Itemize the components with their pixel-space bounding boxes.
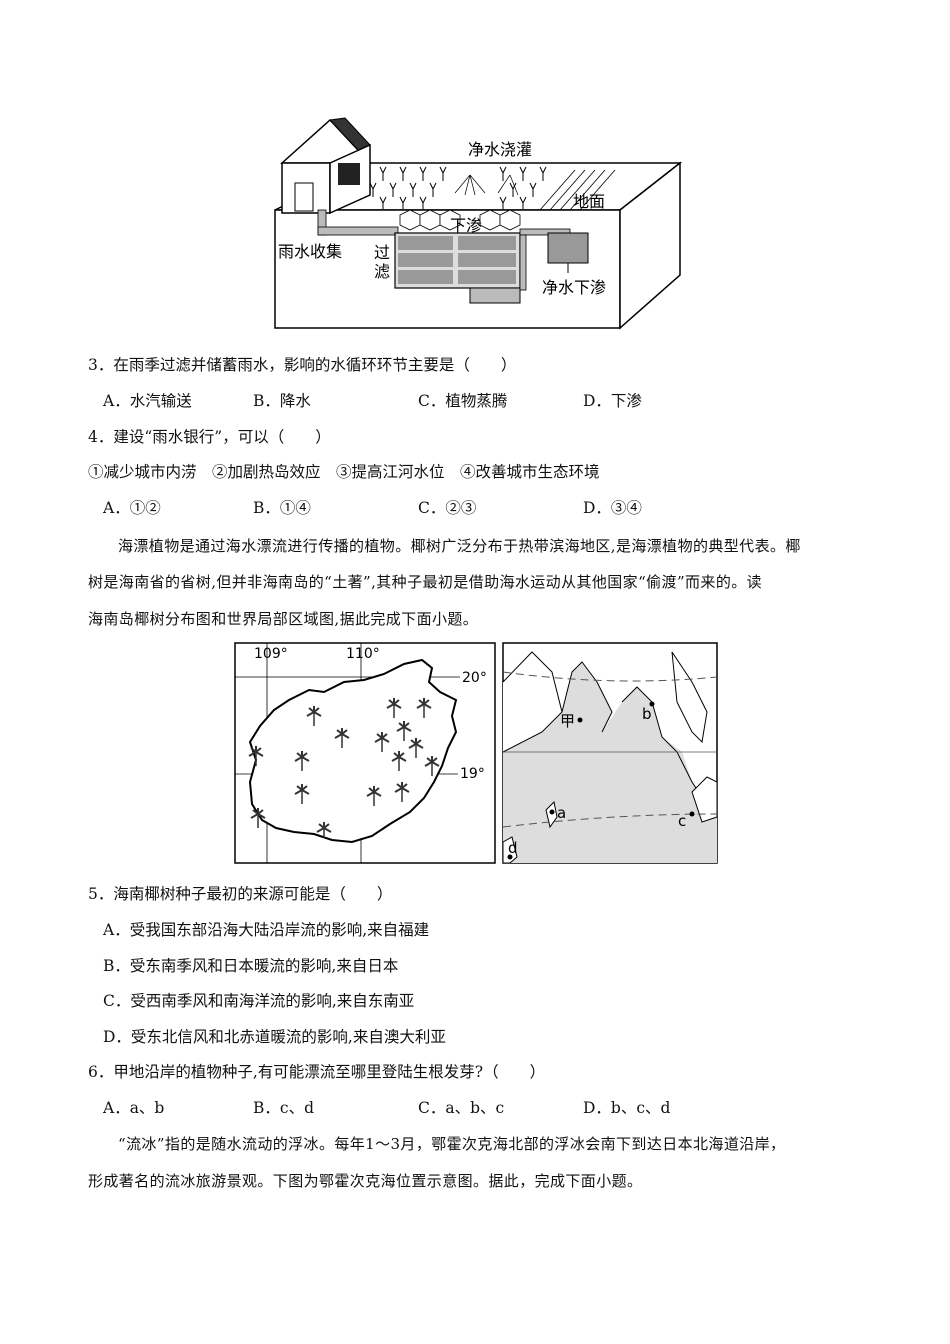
lon-110: 110°	[346, 646, 380, 662]
label-filter-1: 过	[374, 243, 390, 262]
q3-option-c: C．植物蒸腾	[418, 392, 508, 410]
passage3-line1: “流冰”指的是随水流动的浮冰。每年1～3月，鄂霍次克海北部的浮冰会南下到达日本北…	[118, 1135, 786, 1153]
q6-option-b: B．c、d	[253, 1099, 314, 1117]
q6-option-c: C．a、b、c	[418, 1099, 505, 1117]
point-c-label: c	[678, 812, 686, 830]
q4-items: ①减少城市内涝 ②加剧热岛效应 ③提高江河水位 ④改善城市生态环境	[88, 463, 600, 481]
q6-option-a: A．a、b	[103, 1099, 165, 1117]
q5-stem: 5．海南椰树种子最初的来源可能是（ ）	[88, 885, 393, 903]
q5-option-c: C．受西南季风和南海洋流的影响,来自东南亚	[103, 992, 415, 1010]
q3-option-d: D．下渗	[583, 392, 642, 410]
passage2-line2: 树是海南省的省树,但并非海南岛的“土著”,其种子最初是借助海水运动从其他国家“偷…	[88, 573, 763, 591]
label-irrigation: 净水浇灌	[468, 140, 532, 159]
label-ground: 地面	[573, 192, 605, 211]
point-jia-label: 甲	[560, 712, 575, 730]
q5-option-d: D．受东北信风和北赤道暖流的影响,来自澳大利亚	[103, 1028, 446, 1046]
label-filter-2: 滤	[374, 262, 390, 281]
point-b-label: b	[642, 705, 652, 723]
q3-stem: 3．在雨季过滤并储蓄雨水，影响的水循环环节主要是（ ）	[88, 356, 517, 374]
q4-option-c: C．②③	[418, 499, 477, 517]
q3-option-a: A．水汽输送	[103, 392, 192, 410]
q5-option-b: B．受东南季风和日本暖流的影响,来自日本	[103, 957, 399, 975]
label-seep: 下渗	[450, 216, 482, 235]
label-clean-seep: 净水下渗	[542, 278, 606, 297]
world-region-map: 甲 b a c d	[502, 642, 718, 864]
lon-109: 109°	[254, 646, 288, 662]
q4-option-b: B．①④	[253, 499, 311, 517]
q6-option-d: D．b、c、d	[583, 1099, 671, 1117]
point-a-label: a	[557, 804, 566, 822]
passage3-line2: 形成著名的流冰旅游景观。下图为鄂霍次克海位置示意图。据此，完成下面小题。	[88, 1172, 643, 1190]
q4-option-a: A．①②	[103, 499, 161, 517]
passage2-line3: 海南岛椰树分布图和世界局部区域图,据此完成下面小题。	[88, 610, 479, 628]
passage2-line1: 海漂植物是通过海水漂流进行传播的植物。椰树广泛分布于热带滨海地区,是海漂植物的典…	[118, 537, 801, 555]
point-d-label: d	[508, 839, 518, 857]
q4-stem: 4．建设“雨水银行”，可以（ ）	[88, 428, 331, 446]
lat-20: 20°	[462, 670, 487, 686]
q6-stem: 6．甲地沿岸的植物种子,有可能漂流至哪里登陆生根发芽?（ ）	[88, 1063, 546, 1081]
lat-19: 19°	[460, 766, 485, 782]
q4-option-d: D．③④	[583, 499, 642, 517]
q3-option-b: B．降水	[253, 392, 311, 410]
q5-option-a: A．受我国东部沿海大陆沿岸流的影响,来自福建	[103, 921, 430, 939]
hainan-coconut-map: 109° 110° 20° 19°	[234, 642, 496, 864]
label-rain-collect: 雨水收集	[278, 242, 342, 261]
rainwater-bank-diagram: 净水浇灌 地面 雨水收集 下渗 过 滤 净水下渗	[274, 117, 683, 330]
